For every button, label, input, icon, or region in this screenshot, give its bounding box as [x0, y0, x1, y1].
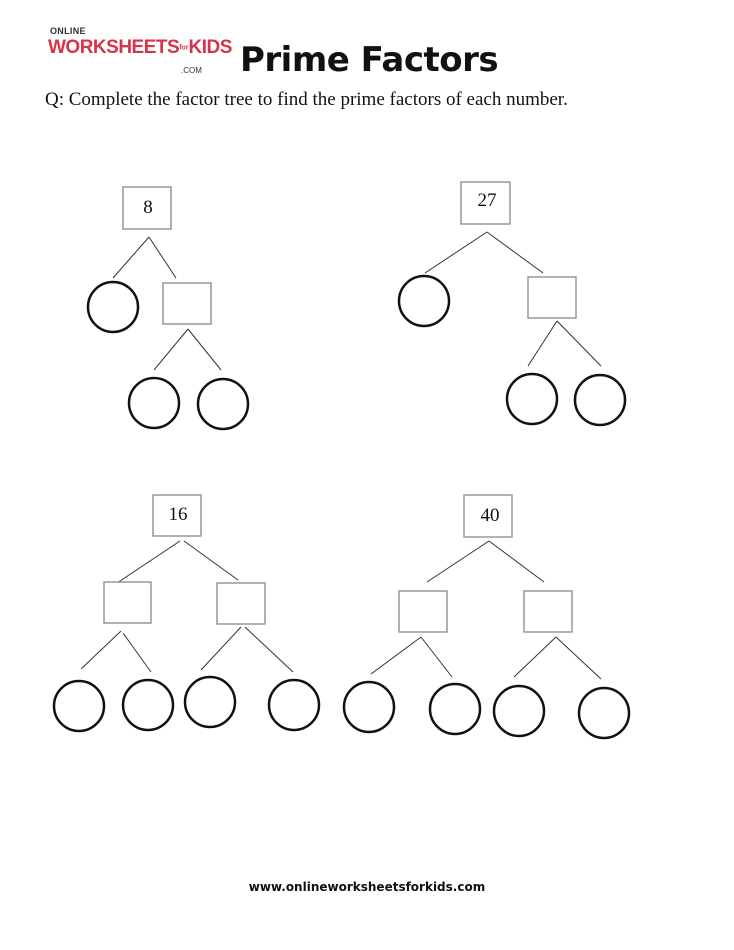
answer-circle[interactable] [342, 680, 396, 734]
answer-circle[interactable] [428, 682, 482, 736]
answer-circle[interactable] [196, 377, 250, 431]
answer-box[interactable] [523, 590, 573, 633]
root-box [122, 186, 172, 230]
factor-tree-40: 40 [342, 494, 631, 740]
answer-box[interactable] [398, 590, 448, 633]
footer-url: www.onlineworksheetsforkids.com [248, 880, 486, 894]
answer-circle[interactable] [183, 675, 237, 729]
root-box [152, 494, 202, 537]
root-number: 27 [478, 190, 497, 211]
factor-tree-27: 27 [397, 181, 627, 427]
question-text: Q: Complete the factor tree to find the … [45, 89, 568, 110]
answer-circle[interactable] [127, 376, 181, 430]
answer-circle[interactable] [573, 373, 627, 427]
root-number: 40 [481, 505, 500, 526]
answer-box[interactable] [527, 276, 577, 319]
factor-tree-16: 16 [52, 494, 321, 733]
answer-circle[interactable] [52, 679, 106, 733]
answer-box[interactable] [216, 582, 266, 625]
root-number: 16 [169, 504, 188, 525]
answer-circle[interactable] [492, 684, 546, 738]
answer-circle[interactable] [121, 678, 175, 732]
root-box [463, 494, 513, 538]
logo-online-text: ONLINE [50, 26, 86, 36]
answer-circle[interactable] [505, 372, 559, 426]
root-number: 8 [143, 197, 153, 218]
logo-com-text: .COM [181, 66, 202, 75]
site-logo: ONLINE WORKSHEETSforKIDS .COM [46, 24, 232, 82]
answer-circle[interactable] [86, 280, 140, 334]
answer-circle[interactable] [397, 274, 451, 328]
root-box [460, 181, 511, 225]
logo-brand-text: WORKSHEETSforKIDS [48, 37, 232, 58]
page-title: Prime Factors [240, 40, 499, 80]
answer-circle[interactable] [577, 686, 631, 740]
answer-box[interactable] [103, 581, 152, 624]
factor-tree-8: 8 [86, 186, 250, 431]
answer-circle[interactable] [267, 678, 321, 732]
answer-box[interactable] [162, 282, 212, 325]
